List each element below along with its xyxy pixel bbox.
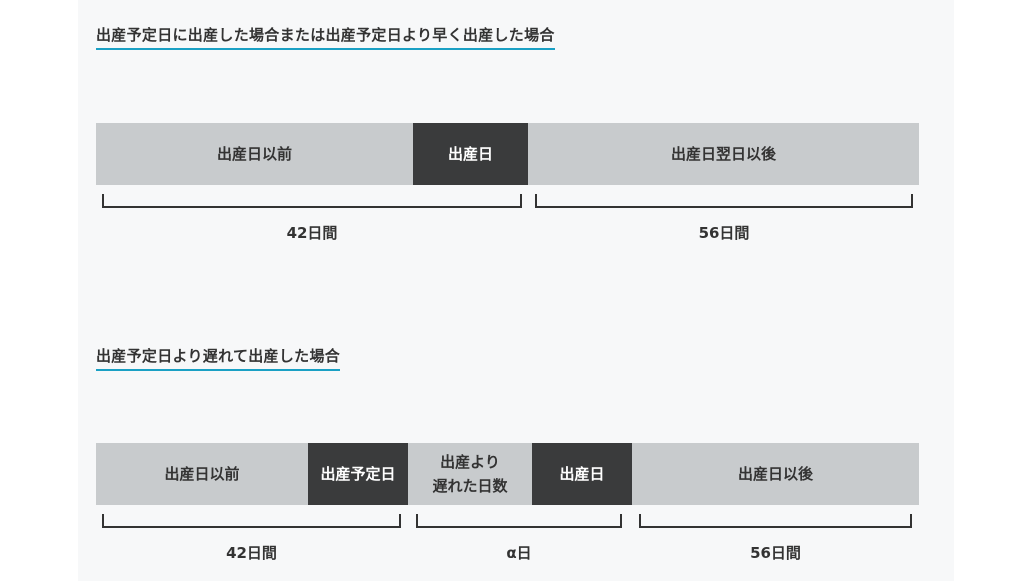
segment-birth-day: 出産日: [413, 123, 528, 185]
segment-delay-days-line2: 遅れた日数: [432, 477, 508, 495]
section1-timeline-bar: 出産日以前 出産日 出産日翌日以後: [96, 123, 919, 185]
bracket-42-days-label: 42日間: [226, 544, 277, 562]
bracket-56-days-label: 56日間: [750, 544, 801, 562]
segment-due-date: 出産予定日: [308, 443, 408, 505]
section2-timeline-bar: 出産日以前 出産予定日 出産より 遅れた日数 出産日 出産日以後: [96, 443, 919, 505]
bracket-56-days: [535, 194, 913, 208]
segment-after-birth: 出産日翌日以後: [528, 123, 919, 185]
segment-before-birth: 出産日以前: [96, 443, 308, 505]
bracket-42-days: [102, 514, 401, 528]
segment-delay-days: 出産より 遅れた日数: [408, 443, 532, 505]
bracket-56-days-label: 56日間: [698, 224, 750, 242]
segment-birth-day: 出産日: [532, 443, 632, 505]
segment-before-birth: 出産日以前: [96, 123, 413, 185]
segment-after-birth: 出産日以後: [632, 443, 919, 505]
bracket-42-days: [102, 194, 522, 208]
section2-title: 出産予定日より遅れて出産した場合: [96, 345, 341, 371]
bracket-42-days-label: 42日間: [286, 224, 338, 242]
section1-title: 出産予定日に出産した場合または出産予定日より早く出産した場合: [96, 24, 555, 50]
segment-delay-days-line1: 出産より: [440, 453, 500, 471]
bracket-56-days: [639, 514, 912, 528]
bracket-alpha-days-label: α日: [506, 544, 532, 562]
bracket-alpha-days: [416, 514, 622, 528]
